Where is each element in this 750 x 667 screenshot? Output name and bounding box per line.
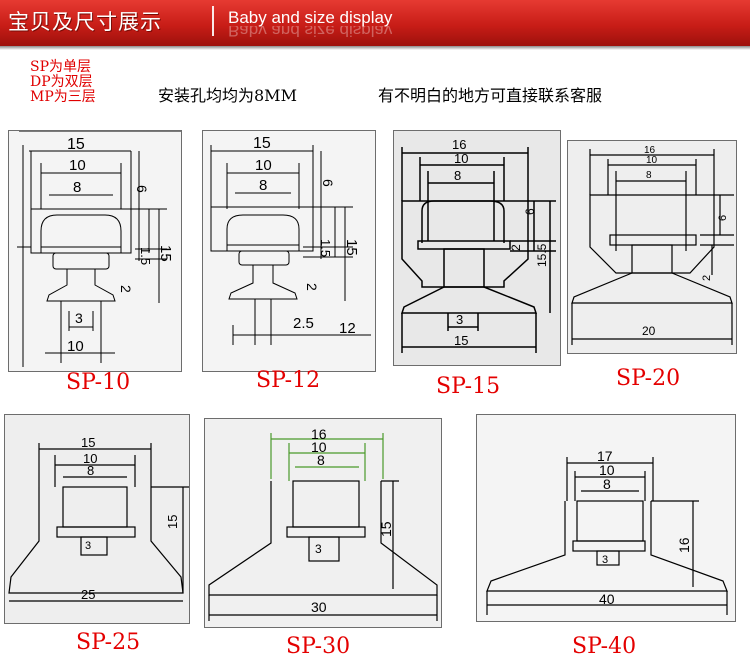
diagram-sp-40: 17 10 8 3 40 16 — [476, 414, 736, 622]
dim-sp40-17: 17 — [597, 448, 613, 464]
dim-sp40-8: 8 — [603, 476, 611, 492]
banner-title: 宝贝及尺寸展示 — [8, 10, 162, 34]
layer-legend: SP为单层 DP为双层 MP为三层 — [30, 60, 96, 105]
dim-sp12-6: 6 — [320, 179, 336, 187]
dim-sp10-15: 15 — [67, 136, 85, 153]
diagram-sp-25: 15 10 8 3 25 15 — [4, 414, 190, 624]
model-label-sp-25: SP-25 — [76, 630, 141, 655]
dim-sp20-2: 2 — [701, 275, 713, 281]
legend-dp: DP为双层 — [30, 74, 93, 90]
dim-sp25-bottom: 25 — [81, 587, 95, 602]
dim-sp30-3: 3 — [315, 542, 322, 556]
diagram-sp-15: 16 10 8 3 15 6 2 15.5 — [393, 130, 561, 366]
contact-note: 有不明白的地方可直接联系客服 — [378, 86, 603, 105]
diagram-sp-12: 15 10 8 2.5 12 6 1.5 15 2 — [202, 130, 376, 372]
dim-sp10-6: 6 — [134, 185, 150, 193]
legend-mp: MP为三层 — [30, 89, 96, 105]
model-label-sp-10: SP-10 — [66, 370, 131, 395]
dim-sp20-8: 8 — [646, 170, 652, 181]
dim-sp15-10: 10 — [454, 151, 468, 166]
banner-subtitle: Baby and size display — [228, 8, 393, 27]
model-label-sp-15: SP-15 — [436, 374, 501, 399]
model-label-sp-20: SP-20 — [616, 366, 681, 391]
dim-sp25-8: 8 — [87, 463, 94, 478]
dim-sp15-6: 6 — [523, 208, 537, 215]
dim-sp10-8: 8 — [73, 179, 81, 196]
dim-sp30-16: 16 — [311, 426, 327, 442]
diagram-sp-30: 16 10 8 3 30 15 — [204, 418, 442, 628]
dim-sp40-10: 10 — [599, 462, 615, 478]
dim-sp15-8: 8 — [454, 168, 461, 183]
dim-sp40-3: 3 — [602, 554, 608, 566]
dim-sp15-2: 2 — [509, 244, 523, 251]
dim-sp10-3: 3 — [75, 310, 83, 326]
dim-sp25-15v: 15 — [165, 515, 180, 529]
model-label-sp-30: SP-30 — [286, 634, 351, 659]
dim-sp20-10: 10 — [646, 155, 658, 166]
dim-sp12-2-5: 2.5 — [293, 315, 314, 332]
dim-sp15-bottom: 15 — [454, 333, 468, 348]
banner-subtitle-reflection: Baby and size display — [228, 26, 393, 40]
model-label-sp-40: SP-40 — [572, 634, 637, 659]
diagram-sp-10: 15 10 8 3 10 6 1.5 15 2 — [8, 130, 182, 372]
dim-sp12-10: 10 — [255, 157, 272, 174]
header-banner-shadow — [0, 46, 750, 50]
dim-sp40-16v: 16 — [676, 537, 692, 553]
dim-sp10-10: 10 — [69, 157, 86, 174]
dim-sp12-2: 2 — [304, 283, 320, 291]
dim-sp15-3: 3 — [456, 312, 463, 327]
dim-sp10-bottom: 10 — [67, 338, 84, 355]
banner-divider — [212, 6, 214, 36]
dim-sp30-bottom: 30 — [311, 599, 327, 615]
dim-sp10-2: 2 — [118, 285, 134, 293]
dim-sp15-15-5: 15.5 — [535, 243, 549, 267]
dim-sp25-3: 3 — [85, 540, 91, 552]
dim-sp12-15: 15 — [253, 135, 271, 152]
dim-sp15-16: 16 — [452, 137, 466, 152]
legend-sp: SP为单层 — [30, 59, 92, 75]
dim-sp10-1-5: 1.5 — [138, 247, 153, 265]
dim-sp12-bottom: 12 — [339, 320, 356, 337]
dim-sp25-15: 15 — [81, 435, 95, 450]
model-label-sp-12: SP-12 — [256, 368, 321, 393]
header-banner — [0, 0, 750, 46]
dim-sp25-10: 10 — [83, 451, 97, 466]
dim-sp30-15v: 15 — [378, 521, 394, 537]
dim-sp40-bottom: 40 — [599, 591, 615, 607]
dim-sp10-15v: 15 — [157, 245, 174, 262]
dim-sp12-1-5: 1.5 — [318, 239, 333, 257]
dim-sp30-8: 8 — [317, 452, 325, 468]
diagram-sp-20: 16 10 8 20 6 2 — [567, 140, 737, 354]
dim-sp20-6: 6 — [717, 215, 729, 221]
mount-hole-note: 安装孔均均为8MM — [158, 86, 297, 105]
dim-sp30-10: 10 — [311, 439, 327, 455]
dim-sp20-bottom: 20 — [642, 324, 656, 338]
dim-sp12-15v: 15 — [343, 239, 360, 256]
dim-sp20-16: 16 — [644, 145, 656, 156]
dim-sp12-8: 8 — [259, 177, 267, 194]
